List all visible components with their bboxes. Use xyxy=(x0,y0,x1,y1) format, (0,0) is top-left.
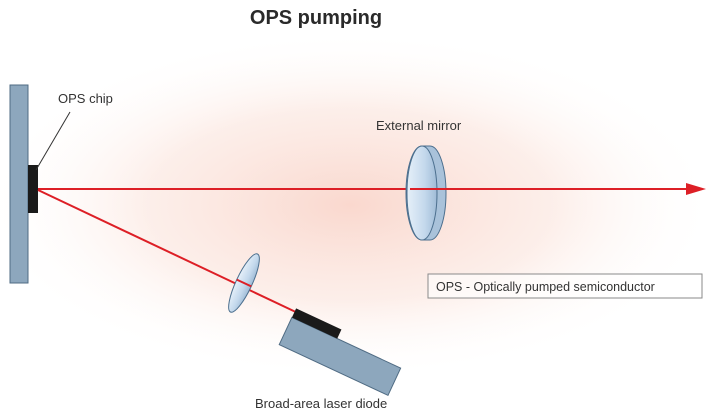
ops-chip xyxy=(28,165,38,213)
laser-diode-body xyxy=(278,316,402,397)
laser-diode-label: Broad-area laser diode xyxy=(255,396,387,411)
legend-box xyxy=(427,273,703,299)
pump-beam xyxy=(37,189,301,315)
background-glow xyxy=(0,30,720,380)
legend-text: OPS - Optically pumped semiconductor xyxy=(436,280,655,294)
arrowhead-icon xyxy=(686,183,706,195)
ops-chip-plate xyxy=(9,84,29,284)
external-mirror xyxy=(405,145,447,241)
ops-chip-leader xyxy=(35,111,71,171)
focusing-lens xyxy=(228,253,260,313)
laser-diode xyxy=(278,308,402,397)
laser-diode-emitter xyxy=(291,308,342,339)
ops-chip-label: OPS chip xyxy=(58,91,113,106)
external-mirror-label: External mirror xyxy=(376,118,462,133)
diagram-title: OPS pumping xyxy=(250,7,382,29)
